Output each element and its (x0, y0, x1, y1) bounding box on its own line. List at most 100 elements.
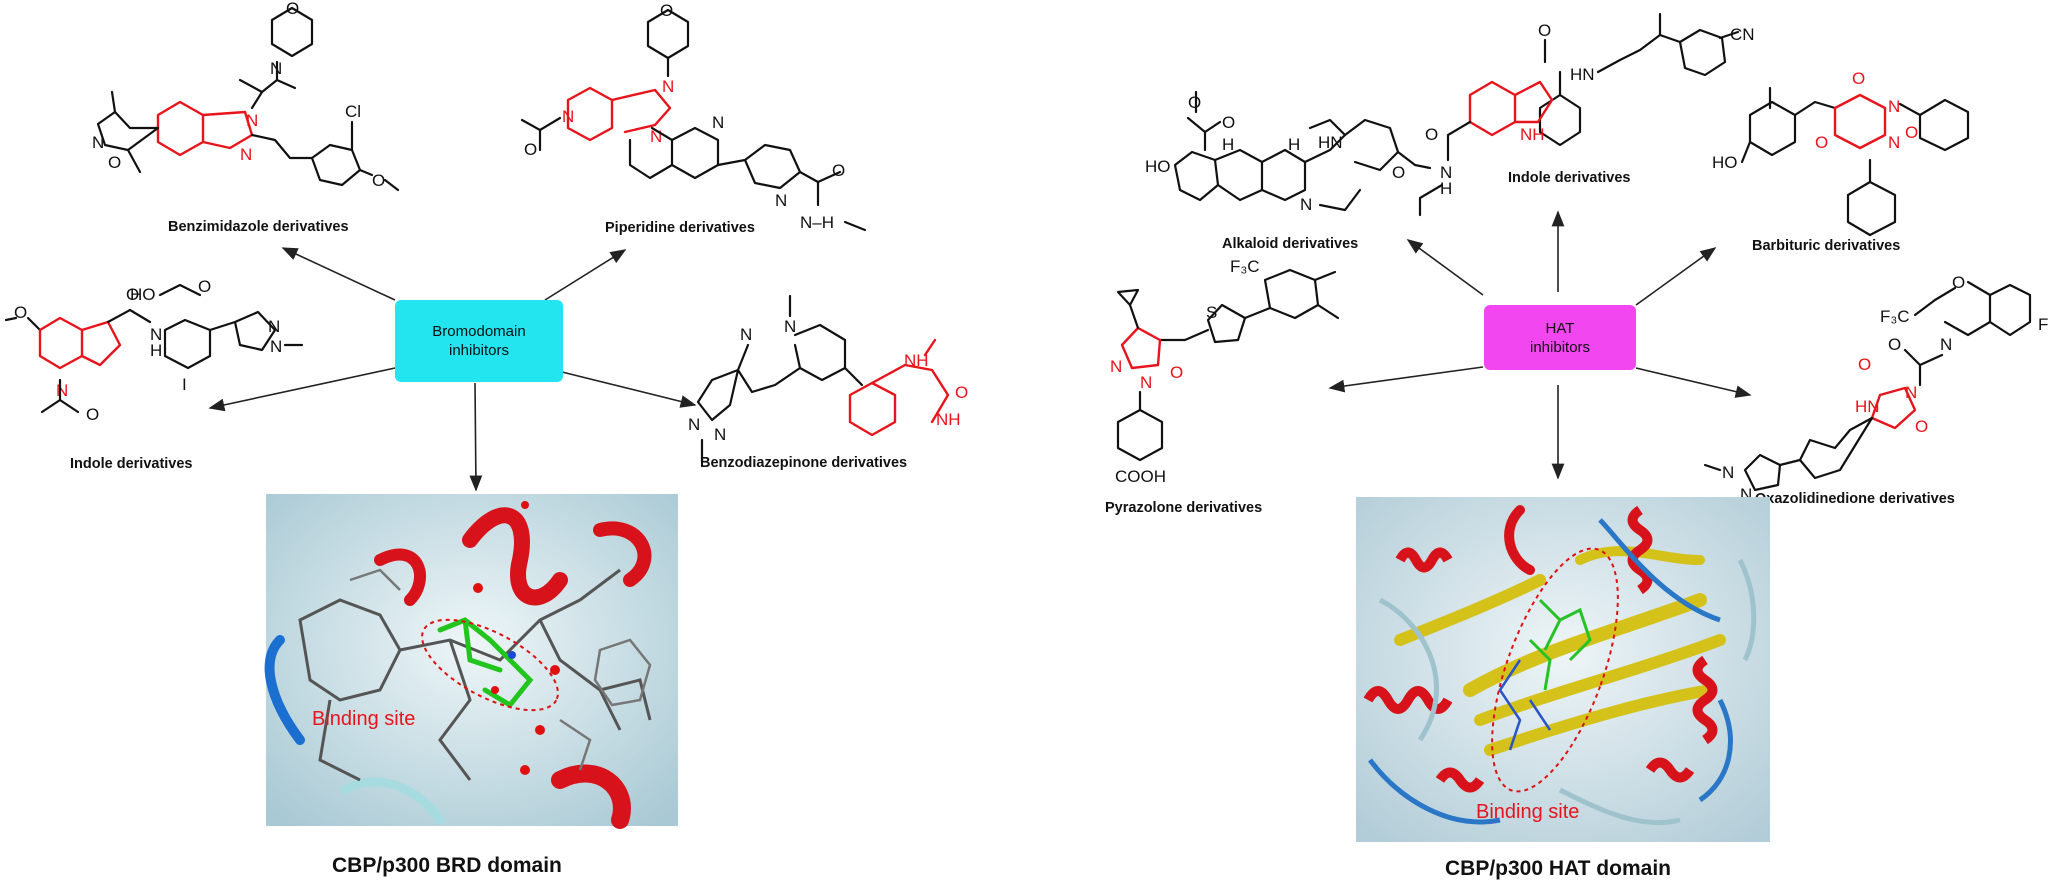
svg-text:N: N (1110, 357, 1122, 376)
svg-text:NH: NH (904, 351, 929, 370)
svg-text:N: N (688, 415, 700, 434)
arrow-to-indole (208, 367, 396, 412)
svg-text:N: N (784, 317, 796, 336)
svg-text:N: N (1940, 335, 1952, 354)
svg-text:O: O (108, 153, 121, 172)
pyrazolone-structure: F₃C S N N O COOH Pyrazolone derivatives (1105, 257, 1340, 516)
caption-benzodiazepinone: Benzodiazepinone derivatives (700, 455, 907, 471)
svg-text:N: N (562, 107, 574, 126)
svg-text:O: O (1815, 133, 1828, 152)
svg-text:H: H (1288, 135, 1300, 154)
svg-text:O: O (524, 140, 537, 159)
svg-text:O: O (1852, 69, 1865, 88)
svg-text:N: N (1888, 133, 1900, 152)
svg-text:N: N (150, 325, 162, 344)
svg-text:HO: HO (1712, 153, 1738, 172)
svg-text:N: N (240, 145, 252, 164)
svg-text:F₃C: F₃C (1880, 307, 1910, 326)
svg-text:N: N (56, 381, 68, 400)
piperidine-structure: O N N N O N N O N–H Piperidine derivativ… (520, 1, 867, 236)
svg-text:O: O (1888, 335, 1901, 354)
left-arrows (208, 247, 697, 492)
arrow-to-benzodiazepinone (561, 371, 697, 408)
bromodomain-inhibitors-label: Bromodomain inhibitors (432, 323, 526, 359)
arrow-to-piperidine (544, 249, 627, 301)
barbituric-structure: HO O N N O O Barbituric derivatives (1712, 69, 1970, 254)
arrow-to-alkaloid (1406, 239, 1484, 296)
svg-text:O: O (1915, 417, 1928, 436)
svg-text:HN: HN (1570, 65, 1595, 84)
caption-oxazolidinedione: Oxazolidinedione derivatives (1755, 491, 1955, 507)
arrow-to-barbituric (1635, 247, 1717, 306)
svg-text:N: N (1140, 373, 1152, 392)
svg-text:F₃C: F₃C (1230, 257, 1260, 276)
svg-text:F: F (2038, 315, 2048, 334)
caption-barbituric: Barbituric derivatives (1752, 238, 1900, 254)
caption-brd-domain: CBP/p300 BRD domain (332, 854, 562, 877)
svg-text:HO: HO (130, 285, 156, 304)
caption-indole-right: Indole derivatives (1508, 170, 1631, 186)
svg-text:N: N (1888, 97, 1900, 116)
caption-hat-domain: CBP/p300 HAT domain (1445, 857, 1671, 880)
hat-binding-site-ellipse (1491, 547, 1619, 793)
svg-text:I: I (182, 375, 187, 394)
svg-text:N: N (662, 77, 674, 96)
svg-text:HN: HN (1855, 397, 1880, 416)
hat-inhibitors-label: HAT inhibitors (1530, 319, 1591, 356)
arrow-to-oxazolidinedione (1635, 367, 1752, 398)
benzodiazepinone-structure: N N N N NH NH O Benzodiazepinone derivat… (688, 294, 968, 471)
brd-binding-site-ellipse (421, 618, 559, 712)
svg-text:N–H: N–H (800, 213, 834, 232)
svg-text:O: O (955, 383, 968, 402)
caption-piperidine: Piperidine derivatives (605, 220, 755, 236)
svg-text:O: O (832, 161, 845, 180)
svg-text:N: N (712, 113, 724, 132)
indole-structure-left: HO O O N O O N H I N N Indole derivative… (4, 277, 304, 472)
svg-text:N: N (714, 425, 726, 444)
arrow-to-brd-domain (469, 382, 483, 492)
oxazolidinedione-structure: F₃C O F N O O HN N O N N Oxazolidinedion… (1703, 273, 2048, 507)
svg-text:N: N (270, 337, 282, 356)
svg-text:O: O (1858, 355, 1871, 374)
svg-text:HO: HO (1145, 157, 1171, 176)
brd-binding-site-label: Binding site (312, 708, 415, 730)
svg-text:N: N (1440, 163, 1452, 182)
svg-text:N: N (740, 325, 752, 344)
svg-text:O: O (14, 303, 27, 322)
svg-text:O: O (1905, 123, 1918, 142)
brd-domain-image: Binding site (264, 494, 678, 829)
svg-text:O: O (1952, 273, 1965, 292)
svg-text:O: O (1170, 363, 1183, 382)
hat-domain-image: Binding site (1356, 497, 1770, 842)
svg-text:O: O (198, 277, 211, 296)
svg-text:O: O (126, 285, 139, 304)
svg-text:O: O (1425, 125, 1438, 144)
svg-text:N: N (268, 317, 280, 336)
svg-text:N: N (1905, 383, 1917, 402)
svg-text:O: O (86, 405, 99, 424)
hat-inhibitors-box: HAT inhibitors (1484, 305, 1636, 370)
svg-text:H: H (1440, 179, 1452, 198)
svg-text:CN: CN (1730, 25, 1755, 44)
caption-pyrazolone: Pyrazolone derivatives (1105, 500, 1262, 516)
svg-text:N: N (1300, 195, 1312, 214)
svg-text:S: S (1206, 303, 1217, 322)
arrow-to-benzimidazole (281, 247, 396, 301)
svg-text:N: N (92, 133, 104, 152)
caption-alkaloid: Alkaloid derivatives (1222, 236, 1358, 252)
svg-text:O: O (660, 1, 673, 20)
svg-text:HN: HN (1318, 133, 1343, 152)
svg-text:O: O (1222, 113, 1235, 132)
caption-indole-left: Indole derivatives (70, 456, 193, 472)
svg-text:NH: NH (936, 410, 961, 429)
svg-text:H: H (1222, 135, 1234, 154)
indole-structure-right: O HN CN NH O N H Indole derivatives (1418, 12, 1755, 217)
hat-binding-site-label: Binding site (1476, 801, 1579, 823)
svg-text:COOH: COOH (1115, 467, 1166, 486)
svg-text:O: O (1538, 21, 1551, 40)
caption-benzimidazole: Benzimidazole derivatives (168, 219, 349, 235)
right-arrows (1328, 210, 1752, 480)
bromodomain-inhibitors-box: Bromodomain inhibitors (395, 300, 563, 382)
